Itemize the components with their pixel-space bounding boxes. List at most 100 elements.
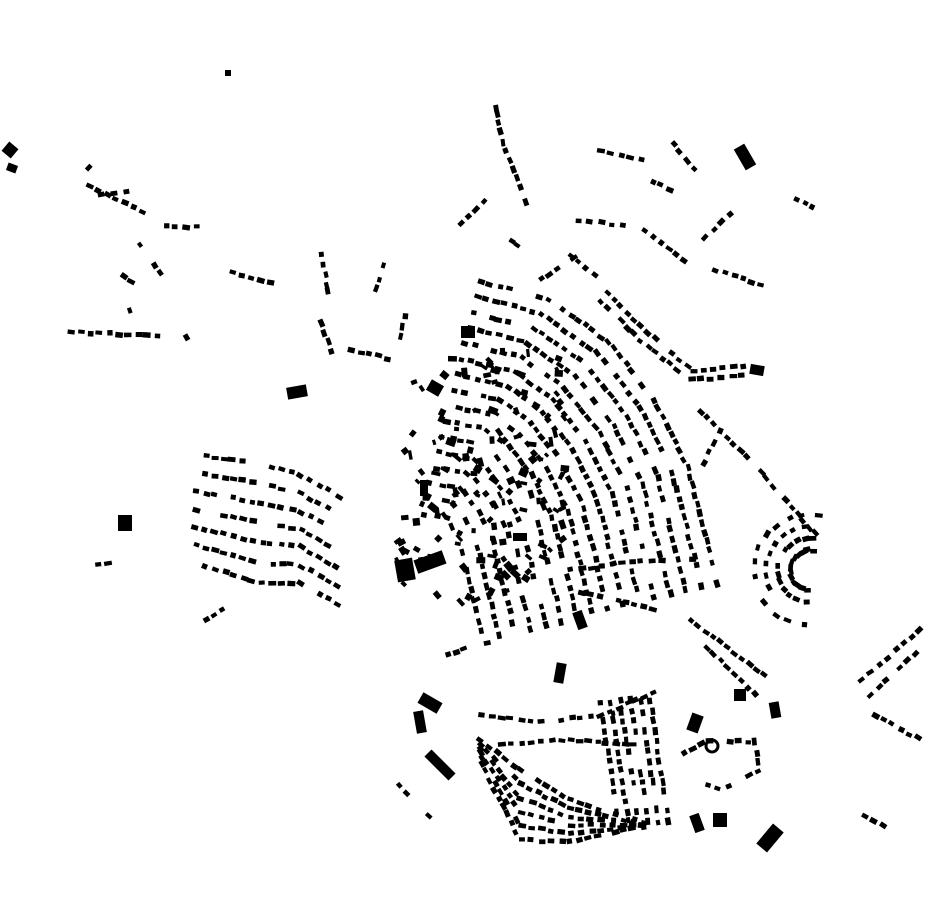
- building: [491, 298, 501, 306]
- building: [604, 533, 611, 541]
- building: [754, 749, 761, 758]
- building: [597, 700, 604, 706]
- building: [594, 810, 602, 818]
- building: [520, 573, 531, 584]
- building: [485, 777, 493, 785]
- building: [516, 779, 526, 788]
- building: [456, 438, 464, 444]
- building: [914, 625, 924, 635]
- building: [648, 512, 654, 519]
- building: [464, 423, 472, 429]
- building: [715, 637, 725, 646]
- building: [581, 514, 589, 524]
- building: [471, 205, 481, 215]
- building: [620, 718, 625, 725]
- building: [541, 793, 549, 801]
- building: [624, 413, 632, 422]
- building: [464, 212, 473, 221]
- building: [652, 726, 659, 736]
- building: [887, 719, 895, 727]
- building: [630, 601, 638, 608]
- building: [729, 363, 738, 370]
- building: [587, 447, 595, 456]
- building: [629, 568, 635, 575]
- building: [584, 802, 593, 810]
- building: [628, 707, 635, 715]
- building: [460, 340, 469, 347]
- building: [483, 427, 491, 435]
- building: [508, 819, 516, 827]
- building: [103, 190, 113, 199]
- building: [529, 449, 539, 458]
- building: [515, 548, 521, 558]
- building: [296, 489, 305, 497]
- building: [673, 485, 681, 494]
- building: [713, 813, 727, 827]
- building: [585, 816, 594, 823]
- building: [519, 413, 528, 421]
- building: [510, 799, 518, 808]
- building: [651, 347, 659, 356]
- building: [286, 561, 294, 567]
- building: [723, 643, 731, 651]
- building: [611, 296, 619, 304]
- building: [221, 475, 230, 482]
- building: [680, 577, 687, 586]
- building: [497, 715, 507, 721]
- building: [541, 781, 551, 790]
- building: [616, 758, 622, 765]
- building: [611, 500, 619, 508]
- building: [626, 495, 634, 504]
- building: [761, 473, 770, 483]
- building: [107, 330, 113, 336]
- building: [490, 613, 498, 620]
- building: [608, 768, 615, 775]
- building: [297, 563, 306, 571]
- building: [756, 823, 784, 853]
- building: [489, 535, 496, 541]
- building: [278, 541, 285, 547]
- building: [620, 817, 628, 824]
- building: [484, 466, 493, 474]
- building: [298, 526, 306, 533]
- building: [911, 649, 920, 658]
- building: [527, 625, 534, 634]
- building: [324, 577, 332, 585]
- building: [505, 599, 512, 607]
- building: [487, 395, 497, 402]
- building: [641, 412, 649, 421]
- building: [467, 357, 475, 364]
- building: [496, 795, 504, 803]
- building: [527, 811, 535, 818]
- building: [538, 528, 544, 537]
- building: [687, 617, 695, 624]
- building: [609, 822, 616, 828]
- building: [584, 809, 592, 816]
- building: [462, 516, 470, 526]
- building: [402, 547, 411, 556]
- building: [614, 808, 619, 816]
- building: [267, 502, 276, 509]
- building: [506, 475, 516, 486]
- building: [286, 384, 308, 400]
- building: [628, 328, 638, 338]
- building: [503, 560, 515, 573]
- building: [327, 347, 335, 355]
- building: [690, 369, 698, 374]
- building: [210, 491, 218, 498]
- building: [751, 737, 757, 746]
- building: [582, 473, 590, 481]
- building: [604, 289, 612, 297]
- building: [519, 837, 525, 842]
- building: [247, 275, 255, 282]
- building: [623, 359, 631, 368]
- building: [881, 676, 890, 685]
- building: [696, 508, 704, 518]
- building: [782, 546, 789, 553]
- building: [733, 143, 757, 171]
- building: [716, 427, 724, 435]
- building: [565, 508, 572, 517]
- building: [896, 664, 904, 672]
- building: [156, 268, 164, 277]
- building: [598, 584, 606, 593]
